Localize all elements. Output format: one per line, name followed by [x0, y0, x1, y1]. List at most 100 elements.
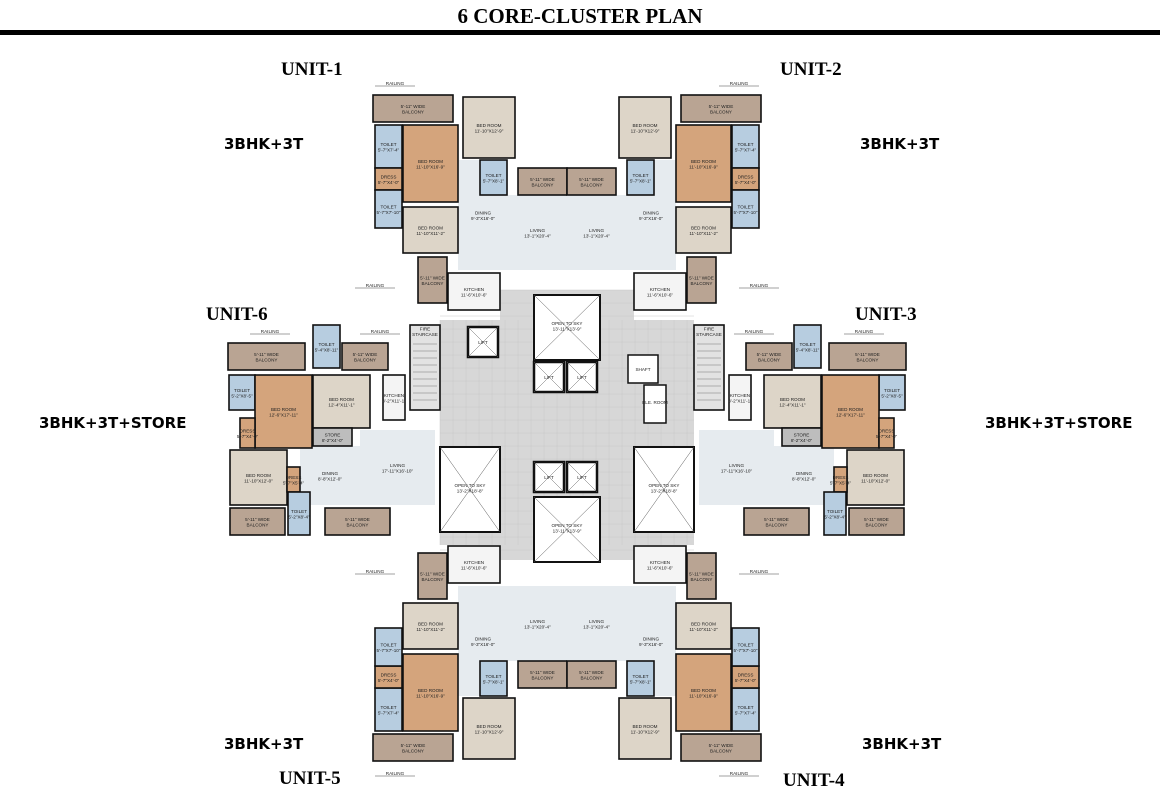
open-to-sky-label: OPEN TO SKY	[552, 321, 583, 326]
room-label: BED ROOM	[691, 226, 716, 231]
room-label: 11'-10"X16'-9"	[416, 694, 445, 699]
room-label: TOILET	[381, 142, 397, 147]
room-label: DINING	[475, 637, 492, 642]
room-balcony	[828, 342, 907, 371]
room-label: KITCHEN	[650, 287, 670, 292]
room-label: TOILET	[234, 388, 250, 393]
room-label: 11'-6"X10'-6"	[647, 293, 673, 298]
room-label: BED ROOM	[691, 622, 716, 627]
room-bedroom	[675, 602, 732, 650]
unit-2-type: 3BHK+3T	[860, 135, 940, 153]
room-label: BALCONY	[581, 183, 603, 188]
central-core	[439, 289, 695, 563]
room-label: BALCONY	[532, 676, 554, 681]
room-label: BALCONY	[691, 281, 713, 286]
room-label: BED ROOM	[418, 159, 443, 164]
room-label: BALCONY	[857, 358, 879, 363]
room-label: BALCONY	[347, 523, 369, 528]
room-label: 5'-7"X8'-1"	[483, 680, 505, 685]
room-label: TOILET	[381, 643, 397, 648]
room-bedroom	[462, 96, 516, 159]
railing-label: RAILING	[750, 569, 769, 574]
room-kitchen	[447, 545, 501, 584]
open-to-sky-label: 13'-11"X13'-9"	[553, 529, 582, 534]
room-label: LIVING	[589, 619, 604, 624]
room-label: STORE	[794, 433, 810, 438]
room-toilet	[228, 374, 256, 411]
room-master	[675, 124, 732, 203]
room-label: 11'-10"X12'-0"	[244, 479, 273, 484]
open-to-sky-label: OPEN TO SKY	[552, 523, 583, 528]
cross-line	[533, 461, 565, 493]
units	[227, 85, 907, 777]
room-label: BALCONY	[710, 749, 732, 754]
room-store	[312, 427, 353, 447]
room-label: 5'-11" WIDE	[245, 517, 270, 522]
room-label: TOILET	[486, 674, 502, 679]
room-toilet	[374, 189, 403, 229]
room-label: 12'-6"X17'-11"	[269, 413, 298, 418]
room-label: STORE	[325, 433, 341, 438]
room-label: DINING	[643, 211, 660, 216]
room-balcony	[566, 660, 617, 689]
room-label: LIVING	[729, 463, 744, 468]
room-label: TOILET	[633, 674, 649, 679]
room-label: BED ROOM	[632, 724, 657, 729]
room-label: 5'-7"X4'-0"	[876, 434, 898, 439]
room-toilet	[626, 159, 655, 196]
room-label: 11'-10"X12'-9"	[475, 129, 504, 134]
room-balcony	[686, 552, 717, 600]
room-kitchen	[447, 272, 501, 311]
room-label: DRESS	[738, 673, 754, 678]
room-living	[508, 195, 567, 270]
unit-5-plan	[355, 545, 568, 777]
room-label: FIRE	[420, 327, 430, 332]
room-label: 11'-10"X12'-0"	[861, 479, 890, 484]
unit-6-type: 3BHK+3T+STORE	[39, 414, 186, 432]
cross-line	[439, 446, 501, 533]
room-bedroom	[402, 602, 459, 650]
room-label: BED ROOM	[691, 688, 716, 693]
cross-line	[467, 326, 499, 358]
shaft-label: SHAFT	[635, 367, 650, 372]
room-toilet	[823, 491, 847, 536]
room-kitchen	[633, 272, 687, 311]
room-master	[402, 124, 459, 203]
open-to-sky-label: 13'-2"X18'-8"	[651, 489, 678, 494]
room-label: 5'-11" WIDE	[579, 177, 604, 182]
room-label: BALCONY	[256, 358, 278, 363]
room-label: BED ROOM	[780, 397, 805, 402]
room-balcony	[686, 256, 717, 304]
cross-line	[533, 361, 565, 393]
room-label: 8'-2"X11'-1"	[382, 399, 406, 404]
room-label: TOILET	[827, 509, 843, 514]
room-toilet	[479, 660, 508, 697]
room-label: 5'-7"X7'-4"	[735, 148, 757, 153]
room-label: 5'-11" WIDE	[579, 670, 604, 675]
unit-2-name: UNIT-2	[780, 59, 842, 80]
room-label: 5'-7"X8'-1"	[630, 179, 652, 184]
room-store	[781, 427, 822, 447]
unit-3-type: 3BHK+3T+STORE	[985, 414, 1132, 432]
room-kitchen	[382, 374, 406, 421]
room-label: 11'-10"X12'-9"	[475, 730, 504, 735]
room-label: 11'-10"X11'-2"	[416, 627, 445, 632]
room-label: 5'-7"X8'-1"	[483, 179, 505, 184]
railing-label: RAILING	[261, 329, 280, 334]
room-label: BED ROOM	[863, 473, 888, 478]
room-label: 5'-11" WIDE	[345, 517, 370, 522]
room-bedroom	[618, 96, 672, 159]
room-label: DRESS	[286, 475, 302, 480]
room-balcony	[417, 256, 448, 304]
railing-label: RAILING	[386, 81, 405, 86]
room-label: TOILET	[381, 705, 397, 710]
room-label: 13'-1"X20'-4"	[583, 625, 610, 630]
room-master	[254, 374, 313, 449]
lift-label: LIFT	[478, 340, 488, 345]
room-label: 12'-4"X11'-1"	[328, 403, 354, 408]
room-toilet	[374, 687, 403, 732]
room-label: BALCONY	[422, 577, 444, 582]
room-label: TOILET	[486, 173, 502, 178]
